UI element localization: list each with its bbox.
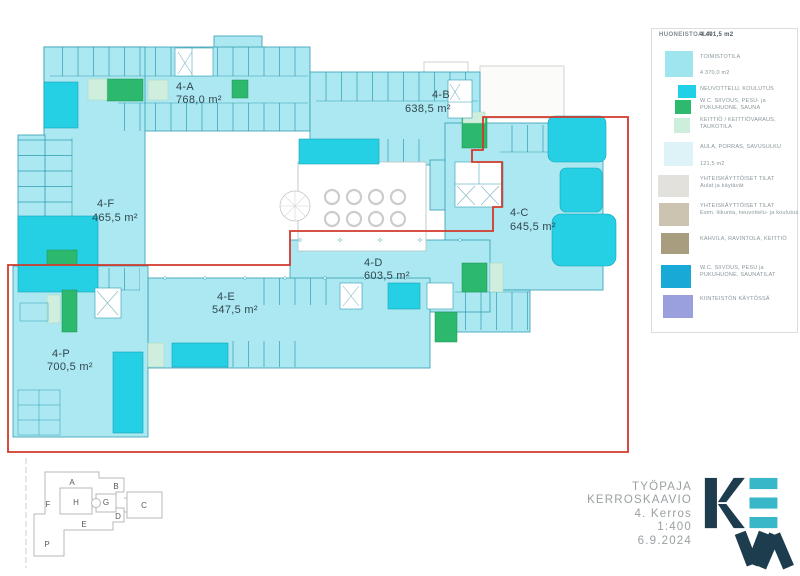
legend-label: YHTEISKÄYTTÖISET TILAT xyxy=(700,203,775,209)
room-area-4e: 547,5 m² xyxy=(212,304,258,316)
spiral-stair-icon xyxy=(279,190,311,222)
key-plan: A B F H G C D E P xyxy=(25,458,163,568)
column-dots xyxy=(163,238,462,280)
room-area-4p: 700,5 m² xyxy=(47,361,93,373)
legend-label: TOIMISTOTILA xyxy=(700,54,741,60)
room-label-4d: 4-D xyxy=(364,257,383,269)
legend-swatch-shared-sport xyxy=(659,203,689,226)
keva-logo-va xyxy=(734,530,794,570)
legend-swatch-lobby xyxy=(664,142,693,166)
elevator-x-marks xyxy=(96,51,500,316)
legend-header-value: 4 491,5 m2 xyxy=(700,32,734,38)
legend-label: W.C. SIIVOUS, PESU- ja xyxy=(700,98,766,104)
courtyard xyxy=(279,161,427,252)
legend-panel: HUONEISTOALA 4 491,5 m2 TOIMISTOTILA 4 3… xyxy=(651,28,798,333)
room-label-4c: 4-C xyxy=(510,207,529,219)
legend-swatch-cafe xyxy=(661,233,689,254)
legend-label: KAHVILA, RAVINTOLA, KEITTIÖ xyxy=(700,236,787,242)
key-letter-c: C xyxy=(141,501,147,510)
legend-sublabel: 4 370,0 m2 xyxy=(700,70,730,76)
key-letter-e: E xyxy=(81,520,86,529)
legend-label: Esim. liikunta, neuvottelu- ja koulutus xyxy=(700,210,799,216)
legend-swatch-wc xyxy=(675,100,691,114)
legend-label: AULA, PORRAS, SAVUSULKU xyxy=(700,144,782,150)
legend-swatch-property xyxy=(663,295,693,318)
legend-label: Aulat ja käytävät xyxy=(700,183,744,189)
key-letter-a: A xyxy=(69,478,75,487)
drawing-name: KERROSKAAVIO xyxy=(587,494,692,507)
room-area-4c: 645,5 m² xyxy=(510,221,556,233)
stair-elevator-cores xyxy=(94,47,504,319)
legend-header-label: HUONEISTOALA xyxy=(659,32,712,38)
skylight-circles xyxy=(323,188,407,228)
legend-swatch-kitchen xyxy=(674,118,690,133)
legend-swatch-sauna xyxy=(661,265,691,288)
room-label-4p: 4-P xyxy=(52,348,70,360)
exterior-structures xyxy=(423,61,565,119)
key-plan-letters: A B F H G C D E P xyxy=(44,478,147,549)
room-area-4f: 465,5 m² xyxy=(92,212,138,224)
legend-label: PUKUHUONE, SAUNATILAT xyxy=(700,272,776,278)
room-label-4b: 4-B xyxy=(432,89,450,101)
legend-sublabel: 121,5 m2 xyxy=(700,161,725,167)
small-rooms xyxy=(17,302,61,436)
room-area-4a: 768,0 m² xyxy=(176,94,222,106)
legend-label: KIINTEISTÖN KÄYTÖSSÄ xyxy=(700,296,770,302)
keva-logo xyxy=(704,477,794,570)
drawing-scale: 1:400 xyxy=(657,521,692,534)
key-letter-p: P xyxy=(44,540,49,549)
keva-logo-e xyxy=(749,477,778,529)
key-plan-stair-notch xyxy=(91,498,101,508)
project-name: TYÖPAJA xyxy=(632,481,692,493)
wc-rooms xyxy=(46,78,488,343)
floor-name: 4. Kerros xyxy=(634,507,692,520)
legend-swatch-meeting xyxy=(678,85,696,98)
legend-label: W.C. SIIVOUS, PESU ja xyxy=(700,265,764,271)
kitchen-rooms xyxy=(46,78,504,368)
legend-label: YHTEISKÄYTTÖISET TILAT xyxy=(700,176,775,182)
legend-label: TAUKOTILA xyxy=(700,124,732,130)
legend-swatch-office xyxy=(665,51,693,77)
key-plan-c-block xyxy=(126,491,163,519)
room-label-4e: 4-E xyxy=(217,291,235,303)
red-boundary xyxy=(7,116,629,453)
key-letter-d: D xyxy=(115,512,121,521)
legend-label: KEITTIÖ / KEITTIÖVARAUS, xyxy=(700,117,776,123)
meeting-rooms xyxy=(17,81,617,434)
room-area-4b: 638,5 m² xyxy=(405,103,451,115)
key-letter-h: H xyxy=(73,498,79,507)
room-area-4d: 603,5 m² xyxy=(364,270,410,282)
room-label-4f: 4-F xyxy=(97,198,114,210)
key-letter-f: F xyxy=(46,500,51,509)
key-letter-b: B xyxy=(113,482,118,491)
drawing-date: 6.9.2024 xyxy=(637,534,692,547)
title-block: TYÖPAJA KERROSKAAVIO 4. Kerros 1:400 6.9… xyxy=(552,481,692,548)
legend-label: PUKUHUONE, SAUNA xyxy=(700,105,761,111)
room-labels: 4-A 768,0 m² 4-B 638,5 m² 4-C 645,5 m² 4… xyxy=(47,81,556,373)
keva-logo-k xyxy=(704,477,745,529)
room-label-4a: 4-A xyxy=(176,81,194,93)
legend-swatch-shared-halls xyxy=(658,175,689,197)
legend-label: NEUVOTTELU, KOULUTUS xyxy=(700,86,774,92)
key-letter-g: G xyxy=(103,498,109,507)
